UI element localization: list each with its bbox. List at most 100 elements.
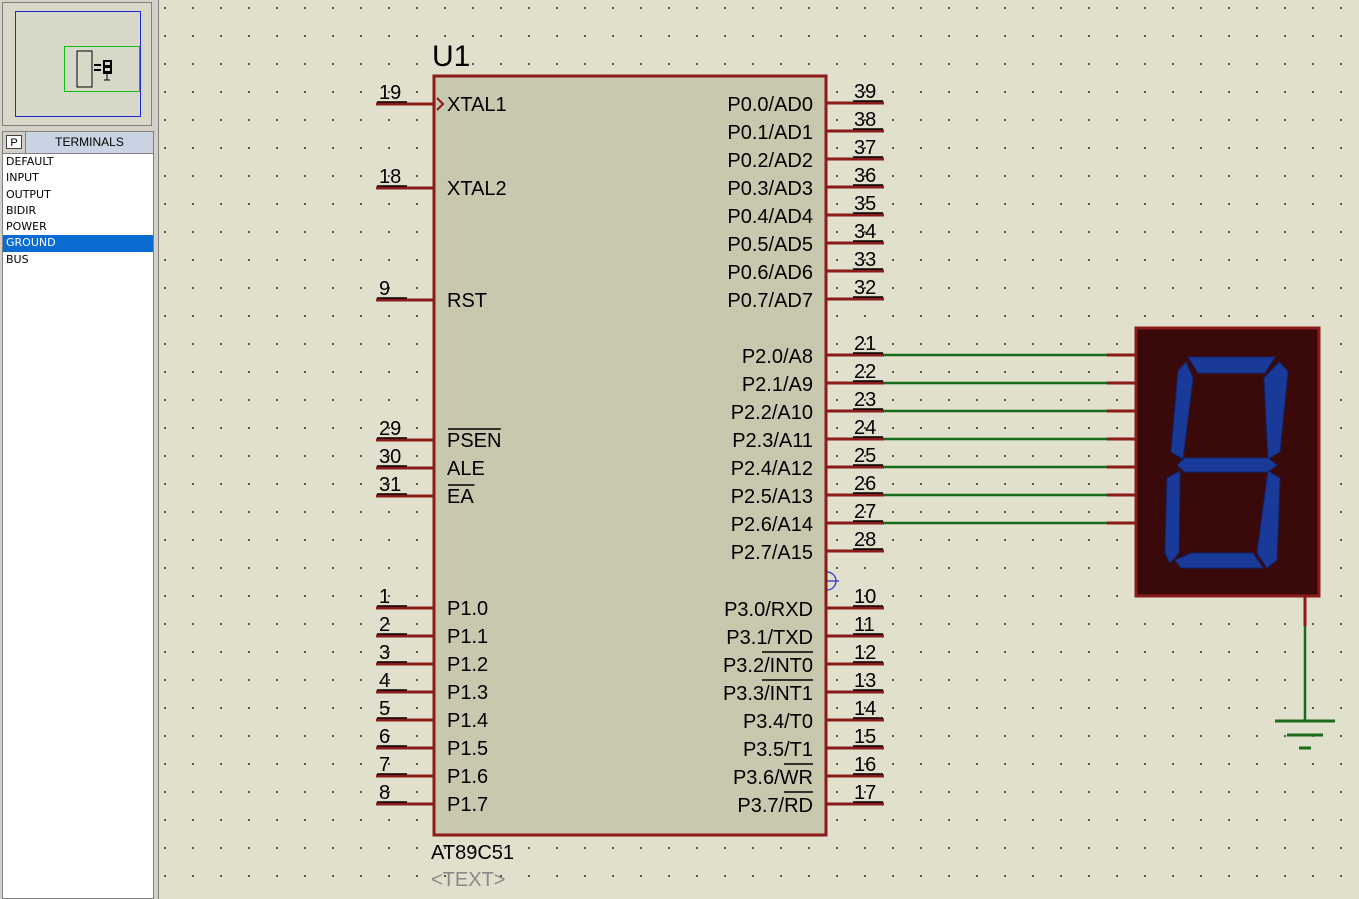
display-seg-g	[1176, 457, 1278, 473]
pin-number-9: 9	[379, 278, 390, 300]
pin-number-10: 10	[854, 586, 876, 608]
pin-label-p0-2-ad2: P0.2/AD2	[727, 150, 813, 172]
pin-number-6: 6	[379, 726, 390, 748]
pin-number-25: 25	[854, 445, 876, 467]
clock-input-marker	[436, 97, 445, 111]
pin-number-1: 1	[379, 586, 390, 608]
object-selector: P TERMINALS DEFAULT INPUT OUTPUT BIDIR P…	[2, 131, 154, 899]
pin-label-p2-0-a8: P2.0/A8	[742, 346, 813, 368]
terminal-item-ground[interactable]: GROUND	[3, 235, 153, 252]
left-panel: P TERMINALS DEFAULT INPUT OUTPUT BIDIR P…	[0, 0, 156, 899]
terminal-item-power[interactable]: POWER	[6, 220, 47, 234]
pin-number-29: 29	[379, 418, 401, 440]
pin-label-p0-6-ad6: P0.6/AD6	[727, 262, 813, 284]
pin-number-2: 2	[379, 614, 390, 636]
pin-number-23: 23	[854, 389, 876, 411]
pin-label-p1-4: P1.4	[447, 710, 488, 732]
terminal-item-bidir[interactable]: BIDIR	[6, 203, 37, 217]
pin-label-p1-2: P1.2	[447, 654, 488, 676]
pin-label-xtal2: XTAL2	[447, 178, 507, 200]
pin-label-p2-5-a13: P2.5/A13	[731, 486, 813, 508]
display-seg-d	[1174, 552, 1264, 569]
chip-part-name: AT89C51	[431, 842, 514, 864]
pin-number-36: 36	[854, 165, 876, 187]
chip-body[interactable]	[432, 74, 828, 837]
pin-number-11: 11	[854, 614, 875, 636]
pin-number-3: 3	[379, 642, 390, 664]
pin-label-p0-0-ad0: P0.0/AD0	[727, 94, 813, 116]
pin-number-32: 32	[854, 277, 876, 299]
pin-number-24: 24	[854, 417, 876, 439]
pin-number-28: 28	[854, 529, 876, 551]
pin-number-37: 37	[854, 137, 876, 159]
pin-label-p2-2-a10: P2.2/A10	[731, 402, 813, 424]
pin-label-p0-4-ad4: P0.4/AD4	[727, 206, 813, 228]
pin-label-p0-3-ad3: P0.3/AD3	[727, 178, 813, 200]
pin-label-p1-3: P1.3	[447, 682, 488, 704]
pin-label-p1-6: P1.6	[447, 766, 488, 788]
pin-number-13: 13	[854, 670, 876, 692]
pin-label-p3-5-t1: P3.5/T1	[743, 739, 813, 761]
pin-label-p1-7: P1.7	[447, 794, 488, 816]
overview-viewport[interactable]	[64, 46, 140, 92]
pin-label-p3-7-rd: P3.7/RD	[737, 795, 813, 817]
pin-number-15: 15	[854, 726, 876, 748]
pin-number-4: 4	[379, 670, 390, 692]
display-seg-a	[1187, 356, 1276, 374]
pin-probe-marker	[826, 571, 839, 591]
pin-label-p3-3-int1: P3.3/INT1	[723, 683, 813, 705]
pin-number-12: 12	[854, 642, 876, 664]
pin-number-35: 35	[854, 193, 876, 215]
pin-number-33: 33	[854, 249, 876, 271]
terminal-item-bus[interactable]: BUS	[6, 252, 29, 266]
pin-label-p2-3-a11: P2.3/A11	[732, 430, 813, 452]
pin-number-21: 21	[854, 333, 876, 355]
display-seg-f	[1170, 361, 1194, 460]
pin-label-p3-2-int0: P3.2/INT0	[723, 655, 813, 677]
terminal-item-output[interactable]: OUTPUT	[6, 187, 51, 201]
pin-label-p1-1: P1.1	[447, 626, 488, 648]
pin-number-7: 7	[379, 754, 390, 776]
pick-devices-button[interactable]: P	[6, 135, 22, 149]
display-seg-e	[1164, 470, 1181, 564]
overview-window[interactable]	[2, 2, 152, 126]
terminal-item-input[interactable]: INPUT	[6, 171, 39, 185]
pin-label-p2-4-a12: P2.4/A12	[731, 458, 813, 480]
display-seg-c	[1256, 470, 1281, 569]
pin-label-p0-7-ad7: P0.7/AD7	[727, 290, 813, 312]
pin-number-22: 22	[854, 361, 876, 383]
pin-label-p1-0: P1.0	[447, 598, 488, 620]
terminal-list: DEFAULT INPUT OUTPUT BIDIR POWER GROUND …	[3, 154, 153, 268]
pin-number-17: 17	[854, 782, 876, 804]
pin-number-18: 18	[379, 166, 401, 188]
pin-number-14: 14	[854, 698, 876, 720]
pin-number-34: 34	[854, 221, 876, 243]
display-seg-b	[1263, 361, 1289, 460]
chip-text-placeholder: <TEXT>	[431, 869, 505, 891]
pin-label-p3-0-rxd: P3.0/RXD	[724, 599, 813, 621]
schematic-drawing: U1AT89C51<TEXT>19XTAL118XTAL29RST29PSEN3…	[376, 40, 1335, 891]
pin-label-p2-7-a15: P2.7/A15	[731, 542, 813, 564]
pin-number-27: 27	[854, 501, 876, 523]
pin-number-39: 39	[854, 81, 876, 103]
pin-number-16: 16	[854, 754, 876, 776]
selector-title: TERMINALS	[25, 132, 153, 153]
pin-label-p1-5: P1.5	[447, 738, 488, 760]
pin-number-19: 19	[379, 82, 401, 104]
pin-label-p3-4-t0: P3.4/T0	[743, 711, 813, 733]
pin-label-p2-1-a9: P2.1/A9	[742, 374, 813, 396]
terminal-item-default[interactable]: DEFAULT	[6, 155, 54, 168]
pin-number-38: 38	[854, 109, 876, 131]
pin-number-31: 31	[379, 474, 401, 496]
pin-number-30: 30	[379, 446, 401, 468]
pin-number-5: 5	[379, 698, 390, 720]
overview-sheet-border	[15, 11, 141, 117]
pin-label-xtal1: XTAL1	[447, 94, 507, 116]
pin-number-8: 8	[379, 782, 390, 804]
pin-label-ale: ALE	[447, 458, 485, 480]
pin-label-p3-6-wr: P3.6/WR	[733, 767, 813, 789]
overview-thumbnail	[76, 50, 112, 88]
selector-header: P TERMINALS	[3, 132, 153, 154]
pin-number-26: 26	[854, 473, 876, 495]
